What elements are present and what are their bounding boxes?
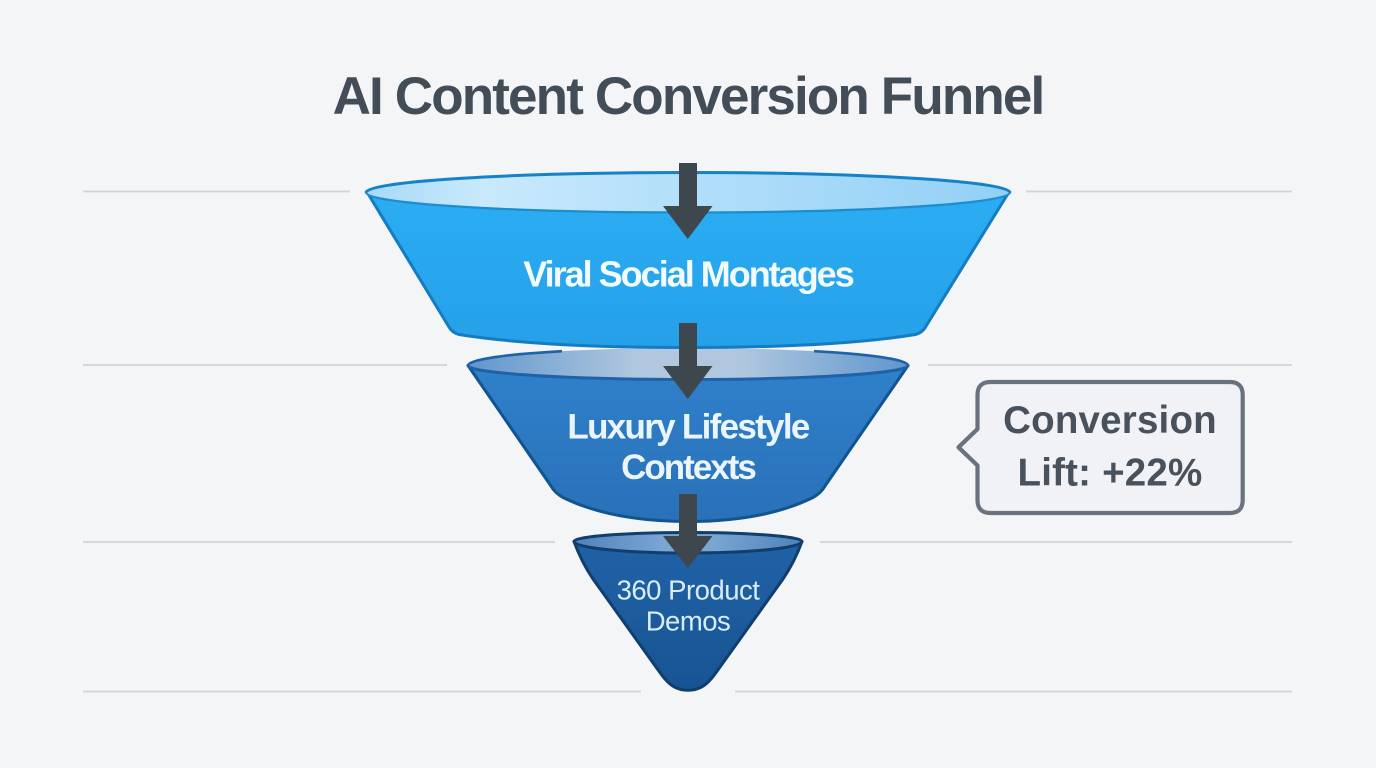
svg-text:Demos: Demos <box>646 606 731 637</box>
svg-text:AI Content Conversion Funnel: AI Content Conversion Funnel <box>333 67 1044 126</box>
svg-text:Luxury Lifestyle: Luxury Lifestyle <box>567 408 809 447</box>
svg-text:360 Product: 360 Product <box>617 575 761 606</box>
svg-text:Contexts: Contexts <box>621 448 756 487</box>
svg-text:Lift: +22%: Lift: +22% <box>1018 452 1203 495</box>
svg-text:Conversion: Conversion <box>1003 399 1217 442</box>
svg-text:Viral Social Montages: Viral Social Montages <box>523 254 853 295</box>
